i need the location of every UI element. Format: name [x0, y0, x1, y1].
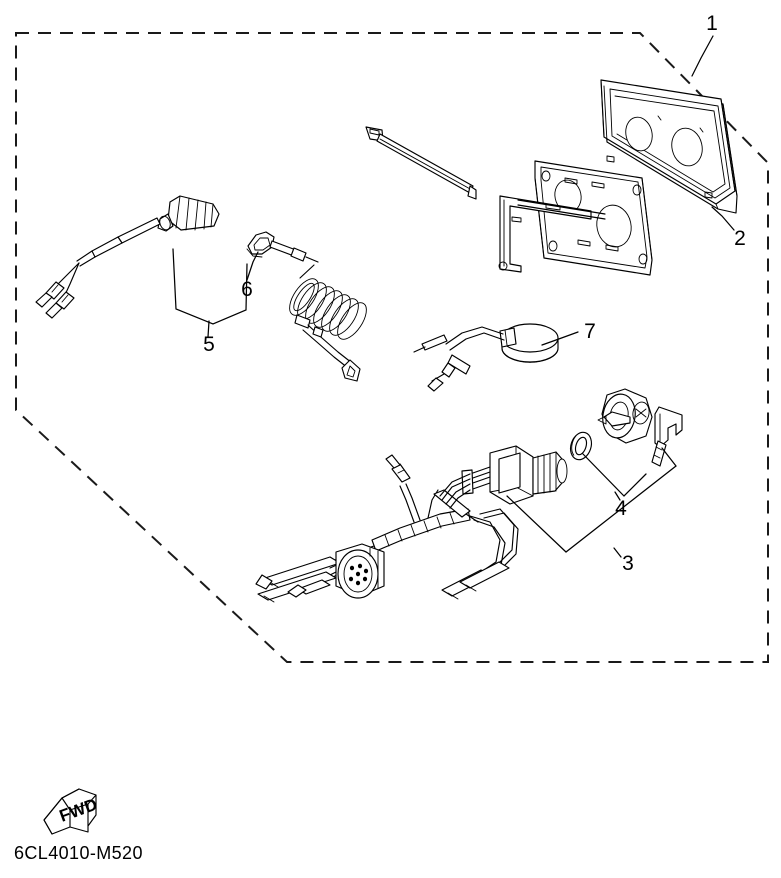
callout-2: 2 — [734, 227, 746, 250]
leader-line-1 — [691, 35, 714, 77]
panel-cover-plate — [600, 79, 738, 214]
leader-line-5 — [172, 248, 248, 325]
drawing-code-label: 6CL4010-M520 — [14, 843, 143, 863]
callout-7: 7 — [584, 320, 596, 343]
panel-inner-rail — [498, 195, 606, 273]
leader-tick-4 — [614, 491, 621, 501]
lanyard-clip-assembly — [246, 231, 367, 382]
callout-6: 6 — [241, 278, 253, 301]
callout-4: 4 — [615, 497, 627, 520]
leader-line-7 — [541, 331, 579, 346]
key-cylinder — [597, 388, 653, 444]
leader-tick-5 — [207, 320, 210, 338]
callout-5: 5 — [203, 333, 215, 356]
leader-line-4 — [582, 453, 647, 497]
multi-pin-connector — [335, 543, 385, 599]
spare-key — [651, 406, 683, 467]
switch-nut-washer — [569, 431, 593, 461]
main-switch-assembly — [461, 388, 683, 505]
engine-stop-switch — [35, 195, 220, 319]
round-push-switch — [413, 323, 559, 392]
cable-tie-strap — [365, 126, 477, 200]
leader-line-6 — [246, 251, 259, 281]
main-wiring-harness — [255, 454, 519, 603]
forward-arrow-icon: FWD — [43, 788, 100, 835]
leader-tick-3 — [613, 547, 622, 558]
kit-boundary-outline — [15, 32, 769, 663]
panel-mounting-bracket — [534, 160, 653, 276]
callout-3: 3 — [622, 552, 634, 575]
callout-1: 1 — [706, 12, 718, 35]
leader-line-3 — [506, 447, 677, 553]
leader-line-2 — [711, 206, 735, 231]
